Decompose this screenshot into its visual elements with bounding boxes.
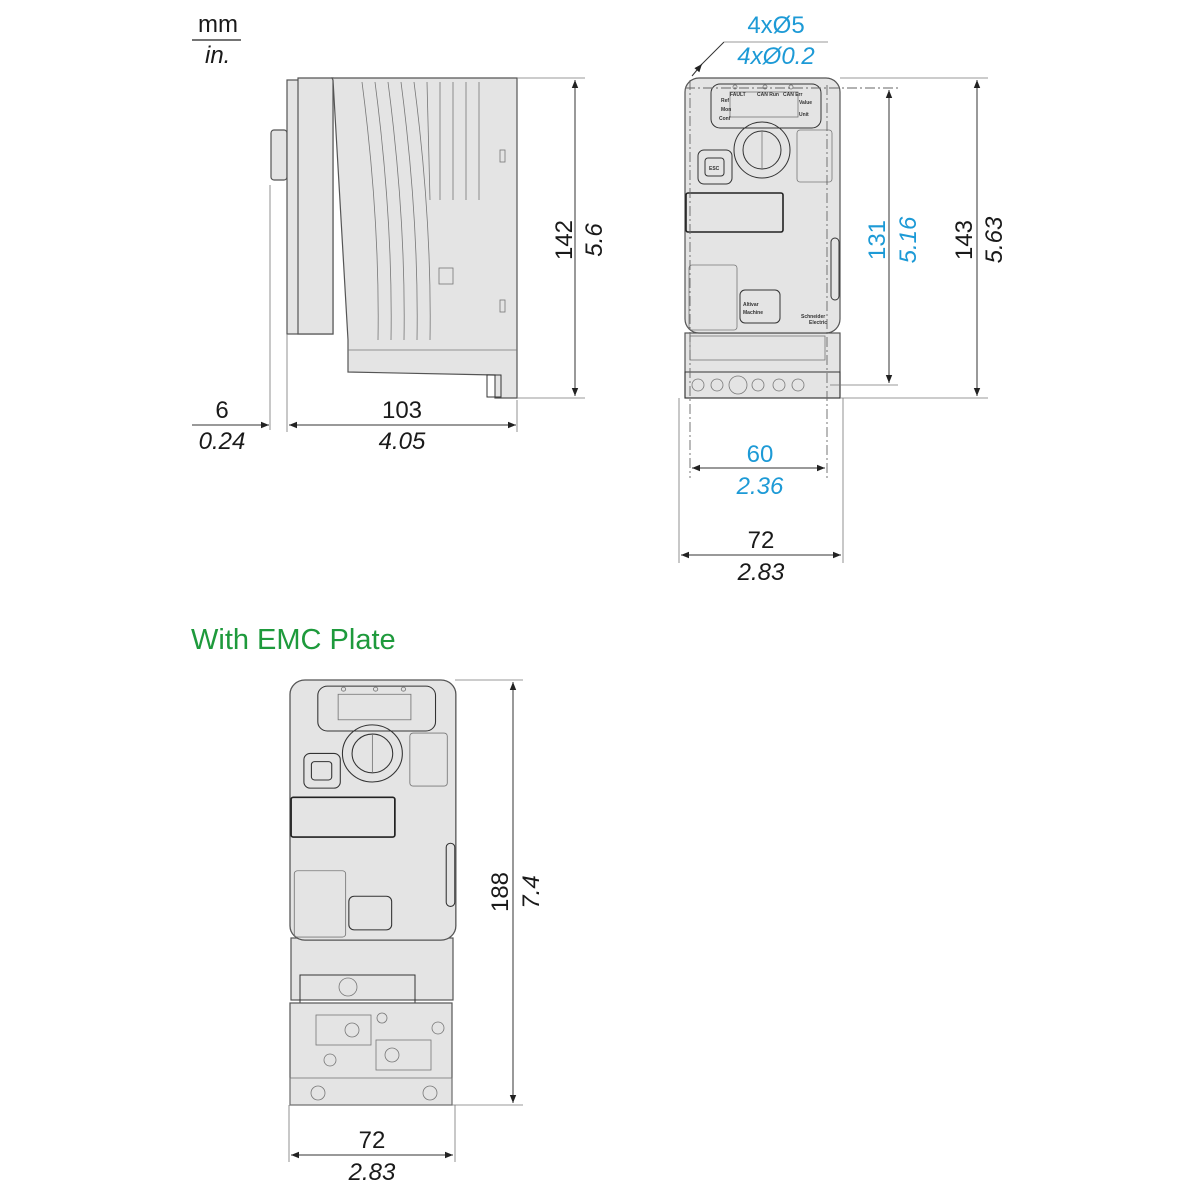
label-conf: Conf [719, 116, 731, 122]
front-height-mm: 143 [951, 220, 978, 260]
label-ref: Ref [721, 98, 729, 104]
unit-mm: mm [198, 11, 238, 38]
front-width-in: 2.83 [737, 559, 785, 586]
emc-title: With EMC Plate [191, 624, 396, 656]
side-height-mm: 142 [551, 220, 578, 260]
esc-button: ESC [709, 166, 720, 172]
depth-in: 4.05 [379, 428, 426, 455]
hole-width-mm: 60 [747, 441, 774, 468]
knob-in: 0.24 [199, 428, 246, 455]
hole-height-in: 5.16 [895, 216, 922, 263]
front-height-in: 5.63 [981, 216, 1008, 263]
holes-mm: 4xØ5 [747, 12, 804, 39]
brand-line2: Electric [809, 320, 827, 326]
label-value: Value [799, 100, 812, 106]
front-width-mm: 72 [748, 527, 775, 554]
leader-arrow [691, 63, 703, 77]
unit-in: in. [205, 42, 230, 69]
label-unit: Unit [799, 112, 809, 118]
led-can-err: CAN Err [783, 92, 803, 98]
depth-mm: 103 [382, 397, 422, 424]
emc-height-in: 7.4 [518, 875, 545, 908]
front-view-drawing: Ref Mon Conf FAULT CAN Run CAN Err Value… [684, 77, 841, 399]
led-can-run: CAN Run [757, 92, 779, 98]
leader-holes [699, 41, 725, 67]
brand-line1: Schneider [801, 314, 825, 320]
product-line2: Machine [743, 310, 763, 316]
side-view-drawing [270, 77, 518, 399]
emc-height-mm: 188 [487, 872, 514, 912]
hole-width-in: 2.36 [736, 473, 784, 500]
emc-width-mm: 72 [359, 1127, 386, 1154]
led-fault: FAULT [730, 92, 746, 98]
side-height-in: 5.6 [581, 223, 608, 257]
label-mon: Mon [721, 107, 731, 113]
hole-height-mm: 131 [864, 220, 891, 260]
holes-in: 4xØ0.2 [737, 43, 814, 70]
knob-mm: 6 [215, 397, 228, 424]
product-line1: Altivar [743, 302, 759, 308]
emc-width-in: 2.83 [348, 1159, 396, 1186]
emc-view-drawing [289, 679, 457, 1106]
